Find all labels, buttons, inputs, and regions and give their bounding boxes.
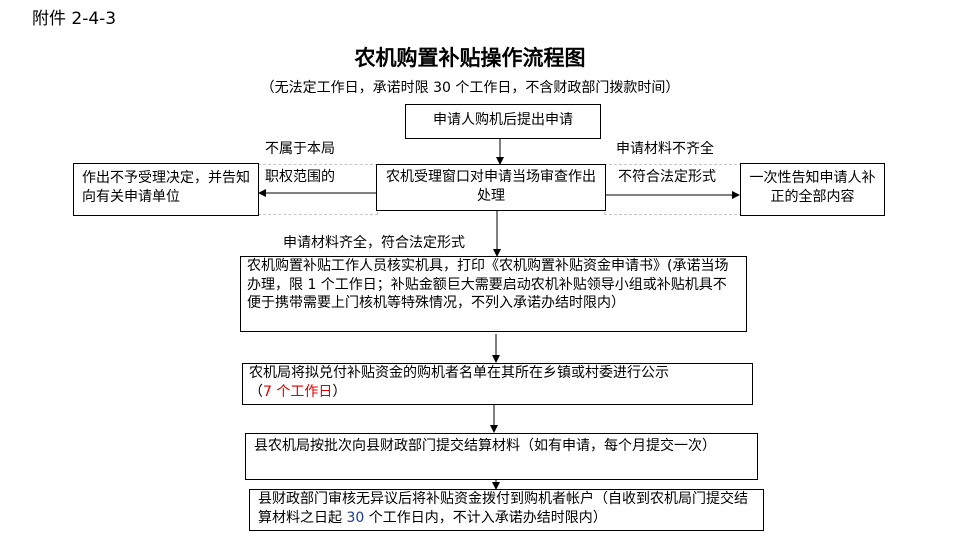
subtitle: （无法定工作日，承诺时限 30 个工作日，不含财政部门拨款时间） — [260, 80, 680, 96]
paren-open: （ — [249, 384, 263, 400]
node-publicize: 农机局将拟兑付补贴资金的购机者名单在其所在乡镇或村委进行公示 （7 个工作日） — [242, 363, 753, 405]
node-submit: 县农机局按批次向县财政部门提交结算材料（如有申请，每个月提交一次） — [245, 433, 758, 480]
page-title: 农机购置补贴操作流程图 — [354, 46, 586, 70]
pay-text-a: 县财政部门审核无异议后将补贴资金拨付到购机者帐户（自收到农机局门提交结算材料之日… — [258, 491, 748, 526]
edge-label-out-of-scope-2: 职权范围的 — [265, 169, 335, 185]
pay-days: 30 — [346, 510, 365, 526]
pay-text-b: 个工作日内，不计入承诺办结时限内） — [364, 510, 607, 526]
edge-label-complete: 申请材料齐全，符合法定形式 — [283, 235, 465, 251]
node-supplement: 一次性告知申请人补正的全部内容 — [740, 163, 885, 216]
node-review: 农机受理窗口对申请当场审查作出处理 — [376, 164, 606, 211]
node-verify: 农机购置补贴工作人员核实机具，打印《农机购置补贴资金申请书》(承诺当场办理，限 … — [240, 256, 747, 332]
annex-label: 附件 2-4-3 — [32, 9, 117, 29]
paren-close: ） — [332, 384, 347, 400]
edge-label-incomplete-1: 申请材料不齐全 — [616, 141, 714, 157]
node-pay: 县财政部门审核无异议后将补贴资金拨付到购机者帐户（自收到农机局门提交结算材料之日… — [249, 489, 764, 531]
node-reject: 作出不予受理决定，并告知向有关申请单位 — [73, 163, 259, 216]
edge-label-out-of-scope-1: 不属于本局 — [265, 141, 335, 157]
node-start: 申请人购机后提出申请 — [405, 104, 601, 139]
publicize-text: 农机局将拟兑付补贴资金的购机者名单在其所在乡镇或村委进行公示 — [249, 365, 669, 381]
publicize-days: 7 个工作日 — [263, 384, 333, 400]
edge-label-incomplete-2: 不符合法定形式 — [618, 169, 716, 185]
